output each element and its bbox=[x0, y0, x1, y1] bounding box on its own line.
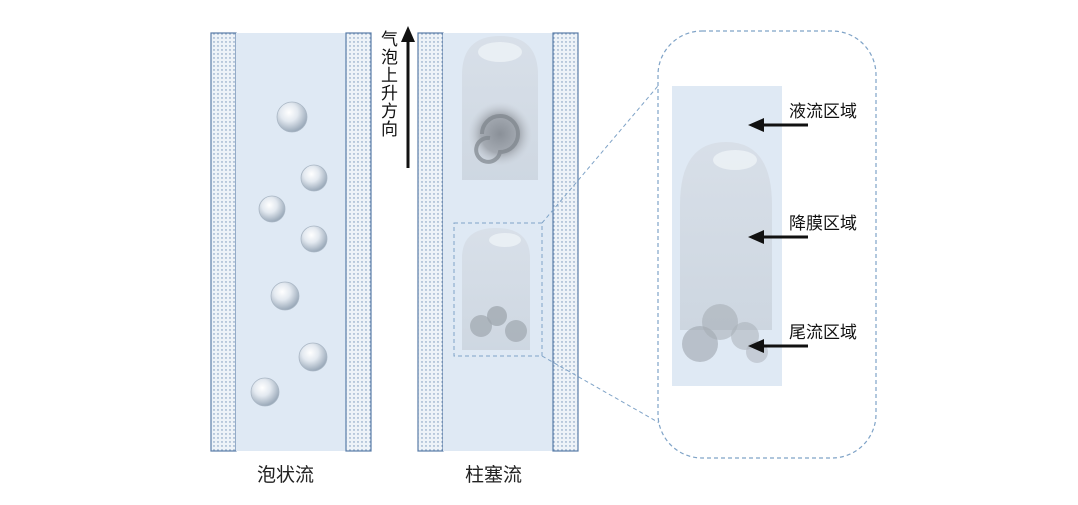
zoom-selection-box bbox=[453, 222, 543, 357]
bubble bbox=[300, 164, 328, 192]
zoom-taylor-bubble bbox=[680, 142, 772, 330]
wake-swirl bbox=[468, 102, 532, 166]
bubble bbox=[300, 225, 328, 253]
zoom-line-bottom bbox=[541, 355, 664, 426]
zone-arrows bbox=[748, 118, 808, 353]
slug-flow-caption: 柱塞流 bbox=[465, 464, 523, 486]
liquid-zone-label: 液流区域 bbox=[789, 102, 857, 122]
bubble bbox=[298, 342, 328, 372]
wake-zone-label: 尾流区域 bbox=[789, 323, 857, 343]
zoom-line-top bbox=[541, 79, 664, 224]
left-tube-wall-right bbox=[345, 32, 372, 452]
bubble bbox=[258, 195, 286, 223]
zoom-panel bbox=[657, 30, 877, 459]
rise-direction-label: 气泡上升方向 bbox=[377, 30, 397, 138]
slug-flow-tube bbox=[417, 32, 579, 452]
bubbly-flow-tube bbox=[210, 32, 372, 452]
bubble bbox=[250, 377, 280, 407]
rise-direction-arrow bbox=[401, 26, 415, 168]
bubbly-flow-caption: 泡状流 bbox=[257, 464, 315, 486]
middle-tube-wall-right bbox=[552, 32, 579, 452]
film-zone-label: 降膜区域 bbox=[789, 214, 857, 234]
left-tube-wall-left bbox=[210, 32, 237, 452]
middle-tube-wall-left bbox=[417, 32, 444, 452]
bubble bbox=[270, 281, 300, 311]
bubble bbox=[276, 101, 308, 133]
